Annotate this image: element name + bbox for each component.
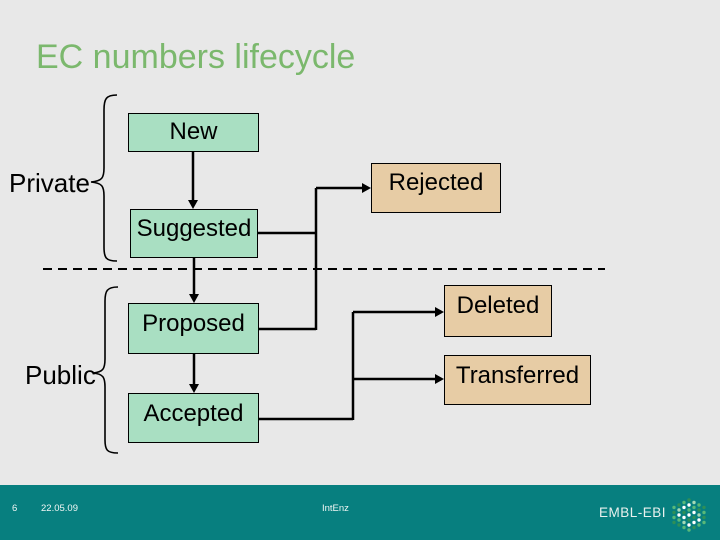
group-label-public: Public xyxy=(25,360,96,390)
arrowhead xyxy=(189,384,199,393)
node-rejected: Rejected xyxy=(371,163,501,213)
slide-number: 6 xyxy=(12,503,18,514)
page-title: EC numbers lifecycle xyxy=(36,38,356,76)
footer-date: 22.05.09 xyxy=(41,503,78,514)
node-transferred: Transferred xyxy=(444,355,591,405)
private-brace xyxy=(90,94,118,262)
footer-bar: 6 22.05.09 IntEnz EMBL-EBI xyxy=(0,485,720,540)
arrowhead xyxy=(435,307,444,317)
arrowhead xyxy=(435,374,444,384)
public-brace xyxy=(92,286,119,454)
arrowhead xyxy=(189,294,199,303)
footer-project-name: IntEnz xyxy=(322,503,349,514)
node-new: New xyxy=(128,113,259,152)
group-label-private: Private xyxy=(9,168,90,198)
node-accepted: Accepted xyxy=(128,393,259,443)
arrowhead xyxy=(188,200,198,209)
embl-ebi-logo-icon xyxy=(672,498,706,532)
arrowhead xyxy=(362,183,371,193)
node-suggested: Suggested xyxy=(130,209,258,258)
node-proposed: Proposed xyxy=(128,303,259,354)
embl-ebi-logo-text: EMBL-EBI xyxy=(599,505,667,520)
node-deleted: Deleted xyxy=(444,285,552,337)
